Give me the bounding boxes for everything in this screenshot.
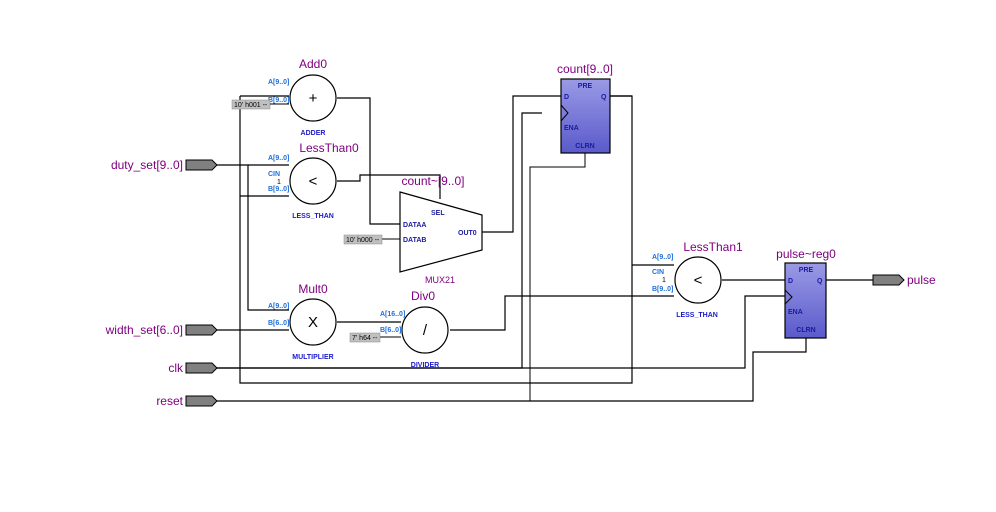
type-label: MULTIPLIER [292,354,333,361]
operator-label: < [309,173,318,190]
constant-label: 10' h001 -- [234,102,268,109]
constant-box [343,234,383,245]
operator-label: + [309,90,318,107]
port-label: reset [156,394,183,408]
register-body [560,78,611,154]
pin-label: Q [817,278,823,285]
pin-label: D [788,278,793,285]
register-body [784,262,827,339]
port-duty-set: duty_set[9..0] [111,158,218,172]
pin-label: A[16..0] [380,311,405,318]
instance-name: LessThan1 [683,240,743,254]
pin-label: ENA [564,125,579,132]
instance-name: Mult0 [298,282,328,296]
divider-symbol [401,306,449,354]
pin-label: CIN [268,171,280,178]
adder-symbol [289,74,337,122]
pin-label: D [564,94,569,101]
comparator-symbol [674,256,722,304]
input-port-icon [185,362,218,374]
pin-label: CLRN [575,143,594,150]
port-label: pulse [907,273,936,287]
comparator-symbol [289,157,337,205]
operator-label: X [308,314,318,331]
type-label: ADDER [301,130,326,137]
output-port-icon [872,274,905,286]
pin-label: A[9..0] [268,303,289,310]
cin-value: 1 [662,277,666,284]
constant-label: 10' h000 -- [346,237,380,244]
instance-name: pulse~reg0 [776,247,836,261]
add0-block: Add0 + A[9..0] B[9..0] 10' h001 -- ADDER [231,57,337,137]
constant-label: 7' h64 -- [352,335,378,342]
multiplier-symbol [289,298,337,346]
port-label: width_set[6..0] [105,323,183,337]
pin-label: PRE [578,83,593,90]
clock-triangle-icon [784,289,793,305]
lessthan1-block: LessThan1 < A[9..0] CIN 1 B[9..0] LESS_T… [652,240,743,319]
instance-name: count~[9..0] [401,174,464,188]
input-port-icon [185,324,218,336]
pin-label: B[6..0] [268,320,289,327]
lessthan0-block: LessThan0 < A[9..0] CIN 1 B[9..0] LESS_T… [268,141,359,220]
pin-label: A[9..0] [652,254,673,261]
pin-label: ENA [788,309,803,316]
pin-label: OUT0 [458,230,477,237]
mult0-block: Mult0 X A[9..0] B[6..0] MULTIPLIER [268,282,337,361]
wires [217,95,873,402]
port-pulse: pulse [872,273,936,287]
pin-label: CIN [652,269,664,276]
pin-label: Q [601,94,607,101]
port-label: clk [168,361,184,375]
clock-triangle-icon [560,104,569,122]
operator-label: / [423,322,428,339]
instance-name: Div0 [411,289,435,303]
pin-label: DATAB [403,237,426,244]
pin-label: PRE [799,267,814,274]
operator-label: < [694,272,703,289]
mux-block: count~[9..0] SEL DATAA DATAB OUT0 10' h0… [343,174,483,285]
type-label: DIVIDER [411,362,439,369]
type-label: LESS_THAN [676,312,718,319]
port-reset: reset [156,394,218,408]
pulse-register: pulse~reg0 PRE D Q ENA CLRN [776,247,836,339]
input-port-icon [185,159,218,171]
pin-label: B[6..0] [380,327,401,334]
pin-label: A[9..0] [268,79,289,86]
pin-label: B[9..0] [652,286,673,293]
instance-name: Add0 [299,57,327,71]
pin-label: SEL [431,210,445,217]
input-port-icon [185,395,218,407]
port-label: duty_set[9..0] [111,158,183,172]
pin-label: DATAA [403,222,426,229]
type-label: MUX21 [425,275,455,285]
count-register: count[9..0] PRE D Q ENA CLRN [557,62,613,154]
port-width-set: width_set[6..0] [105,323,218,337]
pin-label: B[9..0] [268,97,289,104]
instance-name: count[9..0] [557,62,613,76]
mux-symbol [399,191,483,273]
pin-label: A[9..0] [268,155,289,162]
cin-value: 1 [277,179,281,186]
type-label: LESS_THAN [292,213,334,220]
constant-box [349,332,381,343]
pin-label: CLRN [796,327,815,334]
instance-name: LessThan0 [299,141,359,155]
port-clk: clk [168,361,218,375]
div0-block: Div0 / A[16..0] B[6..0] 7' h64 -- DIVIDE… [349,289,449,369]
pin-label: B[9..0] [268,186,289,193]
